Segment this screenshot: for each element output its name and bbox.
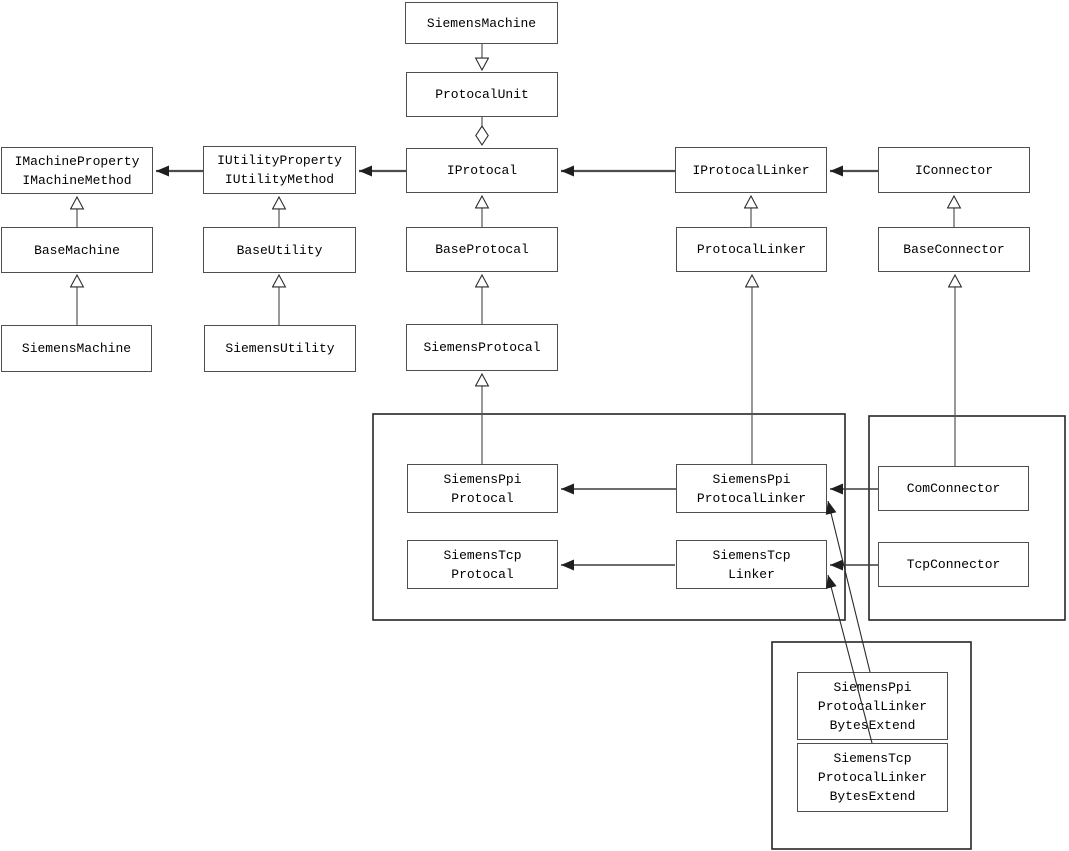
class-label: BaseProtocal — [435, 242, 529, 257]
class-label: BaseMachine — [34, 242, 120, 258]
class-node-baseconnector: BaseConnector — [878, 227, 1030, 272]
class-node-siemenstcp-linker: SiemensTcp Linker — [676, 540, 827, 589]
container-protocal-linker-group — [372, 413, 846, 621]
class-label: IProtocalLinker — [692, 162, 810, 178]
class-node-siemensppi-protocallinker: SiemensPpi ProtocalLinker — [676, 464, 827, 513]
class-label: ProtocalLinker — [696, 490, 807, 506]
class-node-iprotocal: IProtocal — [406, 148, 558, 193]
class-label: SiemensProtocal — [423, 340, 541, 355]
class-label: SiemensMachine — [426, 15, 537, 31]
class-label: Protocal — [451, 566, 514, 582]
class-node-siemenstcp-protocallinker-bytesextend: SiemensTcp ProtocalLinker BytesExtend — [797, 743, 948, 812]
class-label: TcpConnector — [906, 557, 1001, 572]
class-label: IUtilityProperty — [217, 153, 342, 168]
class-label: ProtocalLinker — [817, 698, 928, 714]
class-label: ProtocalLinker — [696, 242, 807, 257]
container-connector-group — [868, 415, 1066, 621]
class-node-iconnector: IConnector — [878, 147, 1030, 193]
class-label: SiemensTcp — [833, 751, 912, 766]
class-label: ProtocalUnit — [435, 87, 529, 102]
class-node-protocallinker: ProtocalLinker — [676, 227, 827, 272]
class-node-baseutility: BaseUtility — [203, 227, 356, 273]
class-label: BytesExtend — [829, 717, 916, 733]
class-label: ProtocalLinker — [817, 770, 928, 785]
class-node-iutility: IUtilityProperty IUtilityMethod — [203, 146, 356, 194]
class-label: SiemensTcp — [712, 547, 791, 563]
class-label: IProtocal — [446, 163, 518, 178]
class-label: SiemensPpi — [443, 471, 522, 487]
class-label: SiemensMachine — [21, 341, 132, 356]
class-node-siemensprotocal: SiemensProtocal — [406, 324, 558, 371]
class-node-siemensppi-protocal: SiemensPpi Protocal — [407, 464, 558, 513]
class-node-basemachine: BaseMachine — [1, 227, 153, 273]
class-label: SiemensTcp — [443, 547, 522, 563]
class-label: SiemensPpi — [712, 471, 791, 487]
class-node-siemensutility: SiemensUtility — [204, 325, 356, 372]
class-label: ComConnector — [906, 481, 1001, 496]
class-node-imachine: IMachineProperty IMachineMethod — [1, 147, 153, 194]
class-label: SiemensUtility — [225, 341, 335, 356]
class-node-comconnector: ComConnector — [878, 466, 1029, 511]
class-label: BaseConnector — [903, 242, 1005, 257]
class-label: IConnector — [914, 162, 993, 178]
class-label: IMachineProperty — [14, 153, 140, 169]
class-node-iprotocallinker: IProtocalLinker — [675, 147, 827, 193]
class-node-siemensmachine-top: SiemensMachine — [405, 2, 558, 44]
class-node-siemensmachine: SiemensMachine — [1, 325, 152, 372]
class-node-baseprotocal: BaseProtocal — [406, 227, 558, 272]
class-label: SiemensPpi — [833, 679, 912, 695]
class-node-protocalunit: ProtocalUnit — [406, 72, 558, 117]
class-label: IUtilityMethod — [224, 172, 335, 187]
class-node-tcpconnector: TcpConnector — [878, 542, 1029, 587]
class-label: BaseUtility — [236, 242, 323, 258]
class-node-siemenstcp-protocal: SiemensTcp Protocal — [407, 540, 558, 589]
class-label: Linker — [728, 566, 775, 582]
class-label: BytesExtend — [829, 789, 916, 804]
class-node-siemensppi-protocallinker-bytesextend: SiemensPpi ProtocalLinker BytesExtend — [797, 672, 948, 740]
class-label: IMachineMethod — [22, 172, 132, 188]
class-label: Protocal — [451, 490, 514, 506]
